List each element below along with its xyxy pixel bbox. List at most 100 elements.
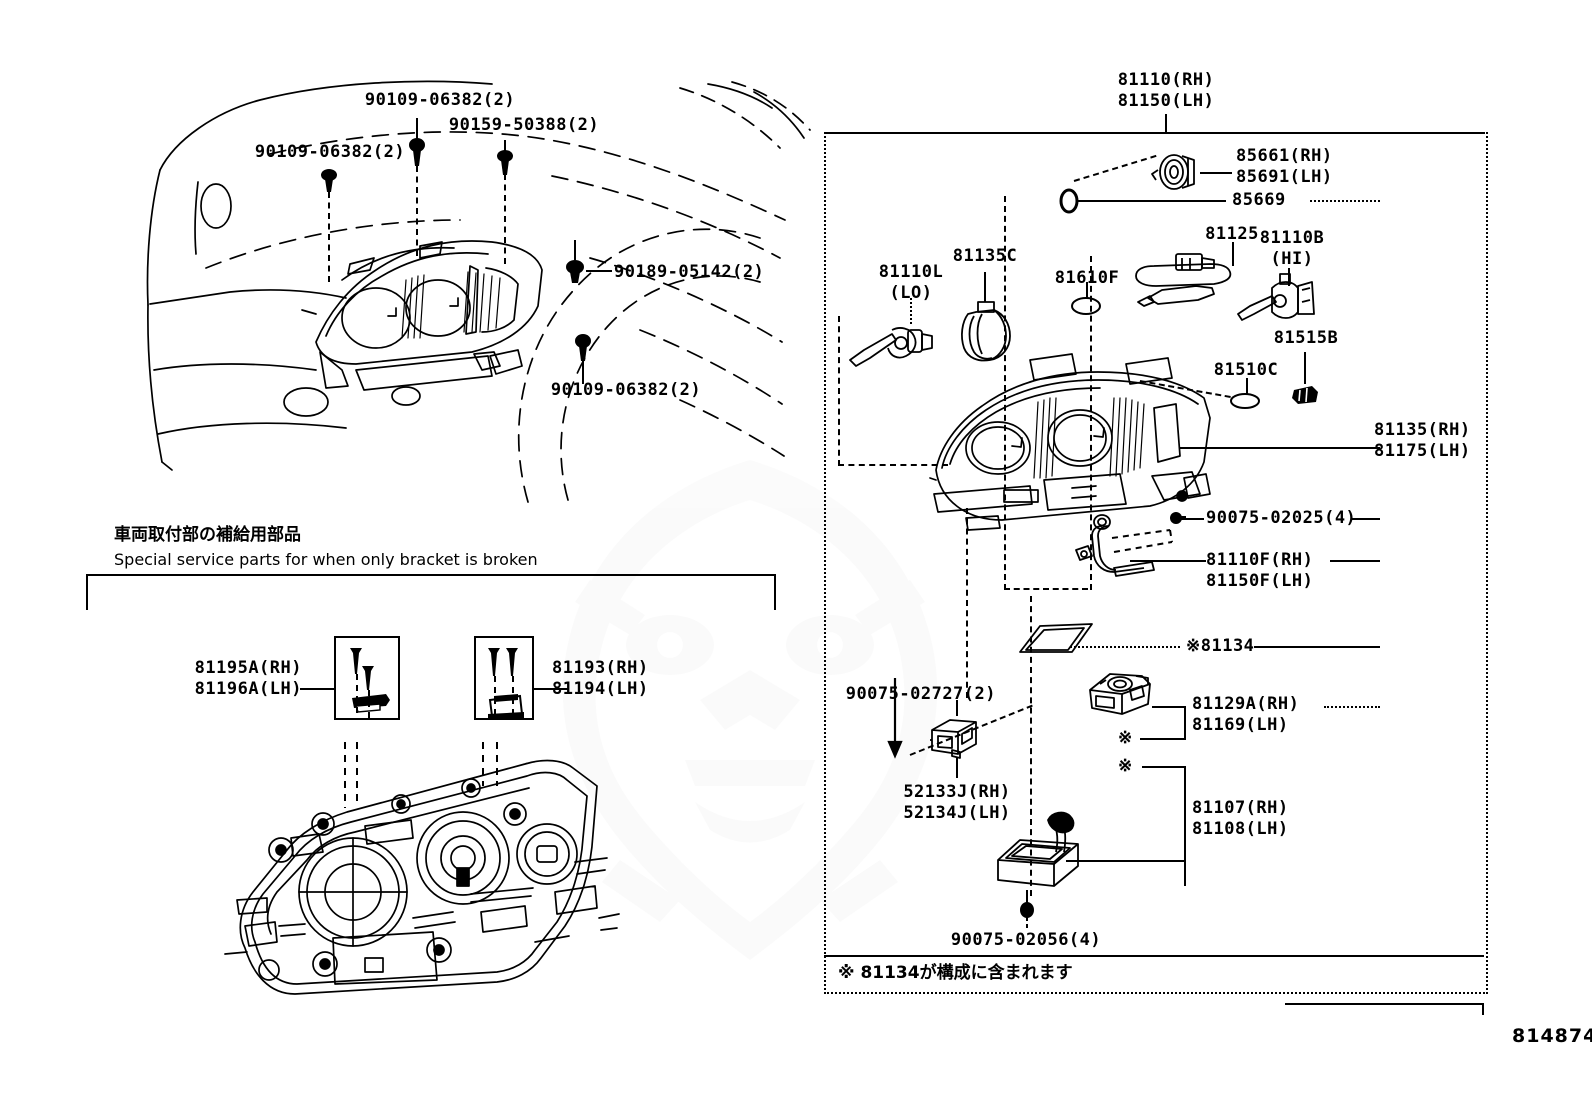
label-81108-lh: 81108(LH): [1192, 819, 1289, 839]
footnote-divider: [824, 955, 1484, 957]
proj-dash-left: [838, 316, 840, 466]
computer-leader: [1152, 706, 1184, 708]
ssp-box2-right: [532, 636, 534, 720]
clip-nut-icon: [1292, 386, 1318, 404]
ssp-bracket-screw-icon-2: [488, 648, 524, 720]
ballast-bracket-top: [1142, 766, 1186, 768]
ssp-box1-top: [334, 636, 400, 638]
leader-c4: [586, 270, 612, 272]
ssp-heading-jp: 車両取付部の補給用部品: [114, 525, 301, 545]
sheet-id-rule: [1285, 1003, 1482, 1005]
ssp-box1-bottom: [334, 718, 400, 720]
bulb-cap-icon: [961, 301, 1011, 362]
leveling-motor-icon: [930, 719, 977, 759]
lens-leader: [1180, 447, 1380, 449]
motor-leader-up: [956, 700, 958, 716]
callout-90109-06382-mid: 90109-06382(2): [364, 90, 516, 110]
label-81129A-rh: 81129A(RH): [1192, 694, 1300, 714]
bracket-leader-2: [1330, 560, 1380, 562]
label-85691-lh: 85691(LH): [1236, 167, 1333, 187]
gasket-icon: [1019, 623, 1093, 653]
label-81110B-sub: (HI): [1270, 249, 1314, 269]
ssp-label-81196A-lh: 81196A(LH): [194, 679, 302, 699]
assembly-code-rh: 81110(RH): [1117, 70, 1215, 90]
fastener-90109-06382-mid: [409, 138, 425, 166]
footnote-text: ※ 81134が構成に含まれます: [838, 963, 1073, 983]
assembly-inner-left: [1004, 196, 1006, 590]
ssp-box2-leader: [532, 688, 568, 690]
motor-screw-icon: [887, 678, 903, 759]
harness-leader: [1232, 242, 1234, 266]
leader-c5: [582, 360, 584, 384]
label-81110L-sub: (LO): [889, 283, 933, 303]
control-computer-icon: [1089, 673, 1151, 715]
label-81169-lh: 81169(LH): [1192, 715, 1289, 735]
bulb-lo-leader-dot: [910, 298, 912, 324]
computer-bracket-h2: [1140, 738, 1186, 740]
label-81110F-rh: 81110F(RH): [1206, 550, 1314, 570]
harness-connector-icon: [1135, 253, 1232, 307]
bracket-leader: [1130, 560, 1206, 562]
assembly-code-leader: [1165, 114, 1167, 134]
assembly-inner-right: [1090, 256, 1092, 590]
computer-bracket-v: [1184, 706, 1186, 740]
seal-leader: [1078, 200, 1226, 202]
marker-computer: ※: [1118, 728, 1133, 748]
screw-grommet-leader: [1186, 518, 1204, 520]
seal-leader-dot: [1310, 200, 1380, 202]
bulb-socket-icon: [1151, 154, 1195, 190]
proj-dash-left-h: [838, 464, 948, 466]
screw-grommet-icon: [1170, 512, 1186, 524]
motor-leader-down: [956, 758, 958, 778]
fastener-90189-05142: [566, 260, 584, 283]
label-90075-02025: 90075-02025(4): [1206, 508, 1357, 528]
fastener-90109-06382-left: [321, 169, 337, 192]
computer-leader-dot: [1324, 706, 1380, 708]
label-81110L: 81110L: [878, 262, 944, 282]
label-85661-rh: 85661(RH): [1236, 146, 1333, 166]
ssp-heading-en: Special service parts for when only brac…: [114, 550, 538, 569]
label-81134: ※81134: [1186, 636, 1255, 656]
plug-cap-icon: [1230, 393, 1260, 409]
leader-c3: [504, 140, 506, 152]
ssp-label-81194-lh: 81194(LH): [552, 679, 649, 699]
ballast-unit-icon: [997, 811, 1079, 887]
leader-c1-dash: [328, 192, 330, 282]
headlamp-unit-illustration: [929, 353, 1211, 531]
label-52133J-rh: 52133J(RH): [903, 782, 1011, 802]
sheet-id-rule-v: [1482, 1003, 1484, 1015]
marker-ballast: ※: [1118, 756, 1133, 776]
bracket-sub-assy-icon: [1075, 514, 1173, 577]
label-81175-lh: 81175(LH): [1374, 441, 1471, 461]
ballast-bracket-v: [1184, 766, 1186, 886]
assembly-code-lh: 81150(LH): [1117, 91, 1215, 111]
label-52134J-lh: 52134J(LH): [903, 803, 1011, 823]
proj-dash-center: [966, 508, 968, 698]
screw-grommet-leader-2: [1352, 518, 1380, 520]
ssp-box2-top: [474, 636, 534, 638]
callout-90109-06382-lower: 90109-06382(2): [550, 380, 702, 400]
callout-90109-06382-left: 90109-06382(2): [254, 142, 406, 162]
label-81510C: 81510C: [1213, 360, 1279, 380]
ssp-box1-leader: [300, 688, 336, 690]
proj-dash-center2: [1030, 596, 1032, 896]
ssp-label-81193-rh: 81193(RH): [552, 658, 649, 678]
assembly-inner-bottom: [1004, 588, 1088, 590]
ssp-bracket-left: [86, 574, 88, 610]
ssp-box1-right: [398, 636, 400, 720]
bulb-high-beam-icon: [1237, 273, 1315, 321]
plug-cap-leader: [1246, 378, 1248, 394]
ssp-label-81195A-rh: 81195A(RH): [194, 658, 302, 678]
gasket-leader: [1254, 646, 1380, 648]
leader-c2: [416, 118, 418, 140]
gasket-leader-dot: [1070, 646, 1180, 648]
assembly-outer-panel-top-solid: [824, 132, 1484, 134]
sheet-id: 814874D: [1512, 1025, 1592, 1047]
headlamp-rear-detail-illustration: [224, 742, 620, 995]
ssp-bracket-right: [774, 574, 776, 610]
leader-c2-dash: [416, 166, 418, 256]
fastener-90159-50388: [497, 150, 513, 175]
ssp-box1-left: [334, 636, 336, 720]
ssp-bracket-top: [86, 574, 776, 576]
